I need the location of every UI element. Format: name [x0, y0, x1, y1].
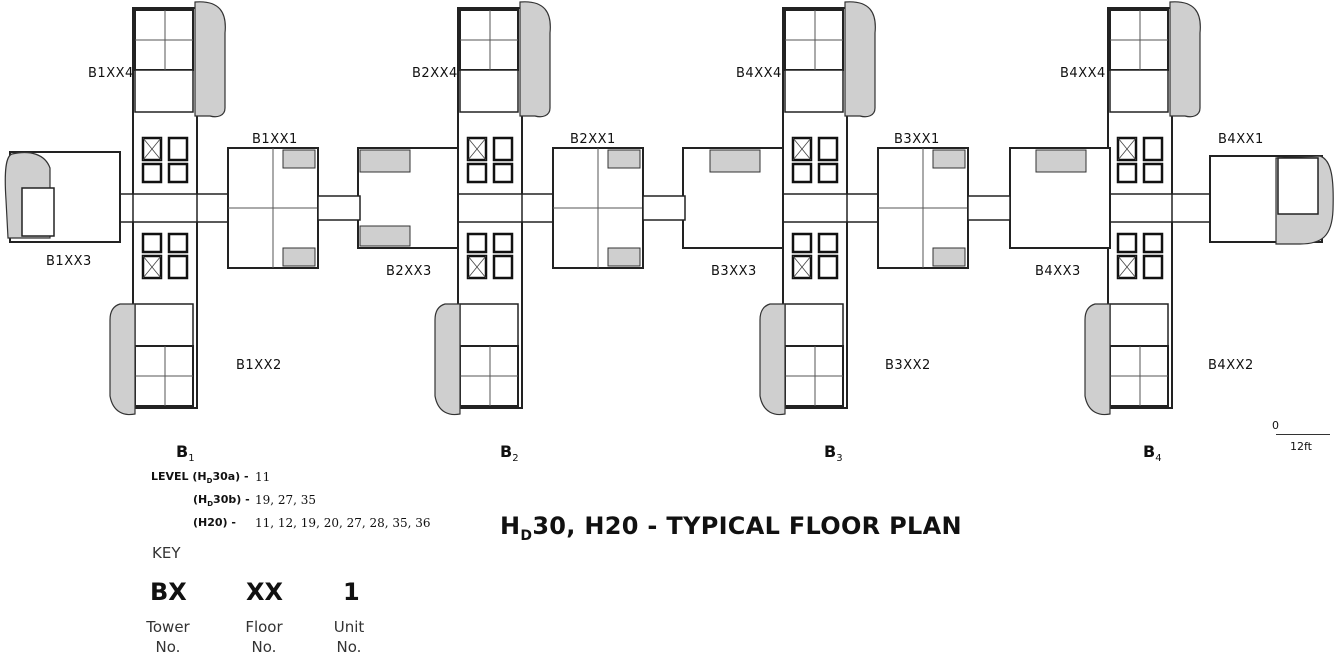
- key-code-floor: XX: [246, 578, 284, 606]
- page-title: HD30, H20 - TYPICAL FLOOR PLAN: [500, 512, 962, 544]
- level-row1-label: LEVEL (HD30a) -: [151, 470, 249, 486]
- unit-label-b1xx4: B1XX4: [88, 66, 134, 81]
- key-code-unit: 1: [343, 578, 360, 606]
- level-row3-label: (H20) -: [193, 516, 236, 529]
- unit-label-b3xx3: B3XX3: [711, 264, 757, 279]
- unit-label-b3xx1: B3XX1: [894, 132, 940, 147]
- unit-label-b1xx1: B1XX1: [252, 132, 298, 147]
- tower-label-b3: B3: [824, 442, 843, 465]
- unit-label-b2xx1: B2XX1: [570, 132, 616, 147]
- floor-plan-drawing: [4, 0, 1334, 416]
- key-heading: KEY: [152, 544, 181, 562]
- unit-label-b4xx2: B4XX2: [1208, 358, 1254, 373]
- tower-label-b1: B1: [176, 442, 195, 465]
- unit-label-b2xx3: B2XX3: [386, 264, 432, 279]
- key-code-tower: BX: [150, 578, 187, 606]
- tower-label-b4: B4: [1143, 442, 1162, 465]
- unit-label-b3xx2: B3XX2: [885, 358, 931, 373]
- unit-label-b4xx3: B4XX3: [1035, 264, 1081, 279]
- unit-label-b1xx2: B1XX2: [236, 358, 282, 373]
- unit-label-b1xx3: B1XX3: [46, 254, 92, 269]
- unit-label-b4xx1: B4XX1: [1218, 132, 1264, 147]
- scale-bar: [1276, 434, 1330, 435]
- scale-zero: 0: [1272, 419, 1279, 432]
- level-row3-values: 11, 12, 19, 20, 27, 28, 35, 36: [255, 516, 431, 530]
- unit-label-b4xx4: B4XX4: [1060, 66, 1106, 81]
- level-row1-values: 11: [255, 470, 271, 484]
- scale-label: 12ft: [1290, 440, 1312, 453]
- tower-label-b2: B2: [500, 442, 519, 465]
- level-row2-values: 19, 27, 35: [255, 493, 317, 507]
- level-row2-label: (HD30b) -: [193, 493, 250, 509]
- unit-label-b2xx4: B2XX4: [412, 66, 458, 81]
- unit-label-b4xx4-tower3: B4XX4: [736, 66, 782, 81]
